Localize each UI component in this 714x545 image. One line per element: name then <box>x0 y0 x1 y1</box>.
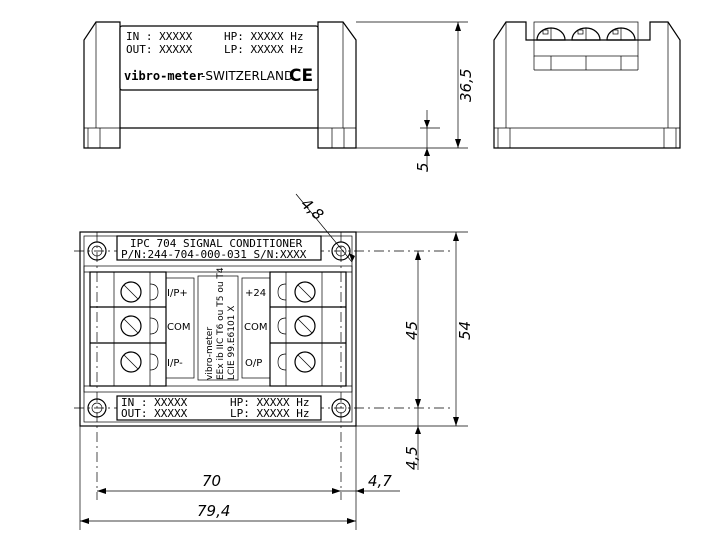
dim-70: 70 <box>202 472 221 490</box>
front-label-plate <box>119 25 319 91</box>
plan-title: IPC 704 SIGNAL CONDITIONER <box>130 237 303 250</box>
plan-bottom-plate <box>116 395 322 421</box>
dim-36-5: 36,5 <box>457 69 475 102</box>
front-label-in: IN : XXXXX <box>126 30 193 43</box>
front-dimensions: 36,5 5 <box>356 21 475 172</box>
dim-45: 45 <box>403 321 421 340</box>
plan-view: IPC 704 SIGNAL CONDITIONER P/N:244-704-0… <box>74 231 450 500</box>
front-view: IN : XXXXX OUT: XXXXX HP: XXXXX Hz LP: X… <box>83 21 357 149</box>
front-label-hp: HP: XXXXX Hz <box>224 30 303 43</box>
plan-bottom-in: IN : XXXXX <box>121 396 188 409</box>
dim-4-5: 4,5 <box>403 446 421 470</box>
dim-4-7: 4,7 <box>368 472 392 490</box>
side-screw-heads <box>536 27 636 41</box>
plan-bottom-lp: LP: XXXXX Hz <box>230 407 309 420</box>
front-brand-suffix: -SWITZERLAND <box>201 69 293 83</box>
plan-bottom-out: OUT: XXXXX <box>121 407 188 420</box>
front-label-lp: LP: XXXXX Hz <box>224 43 303 56</box>
terminal-label-com-right: COM <box>244 322 267 333</box>
plan-part-number: P/N:244-704-000-031 S/N:XXXX <box>121 248 307 261</box>
dim-5: 5 <box>414 162 432 172</box>
certification-plate <box>197 275 239 381</box>
terminal-label-ip-plus: I/P+ <box>167 288 188 299</box>
terminal-label-ip-minus: I/P- <box>167 358 183 369</box>
ce-mark: CE <box>289 66 313 86</box>
terminal-label-op: O/P <box>245 358 262 369</box>
cert-brand: vibro-meter <box>205 327 215 380</box>
front-label-out: OUT: XXXXX <box>126 43 193 56</box>
side-view <box>493 21 681 149</box>
plan-title-plate <box>116 235 322 261</box>
right-terminal-block <box>269 271 347 387</box>
terminal-label-com-left: COM <box>167 322 190 333</box>
dim-4-8: 4,8 <box>297 195 327 224</box>
cert-ex-rating: EEx ib IIC T6 ou T5 ou T4 <box>216 267 226 380</box>
dim-54: 54 <box>456 321 474 340</box>
front-brand-logo: vibro-meter <box>124 69 203 83</box>
cert-lcie: LCIE 99.E6101 X <box>227 306 237 380</box>
left-terminal-block <box>89 271 167 387</box>
dim-79-4: 79,4 <box>197 502 230 520</box>
plan-bottom-hp: HP: XXXXX Hz <box>230 396 309 409</box>
terminal-label-plus24: +24 <box>245 288 266 299</box>
